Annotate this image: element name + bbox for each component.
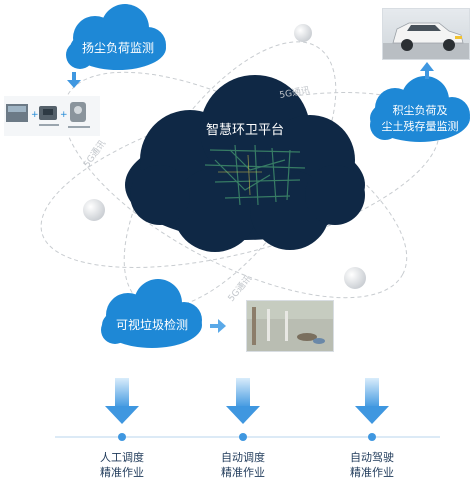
- output-arrow-3: [355, 378, 389, 424]
- garbage-detect-label: 可视垃圾检测: [116, 317, 188, 332]
- street-garbage-photo: [246, 300, 334, 352]
- timeline-dot-3: [368, 433, 376, 441]
- output-label-auto-dispatch: 自动调度 精准作业: [203, 450, 283, 480]
- output-1-line1: 人工调度: [100, 451, 144, 464]
- platform-cloud: [125, 75, 365, 252]
- comm-label-top: 5G通讯: [279, 85, 311, 101]
- dust-monitor-label: 扬尘负荷监测: [82, 40, 154, 55]
- output-2-line2: 精准作业: [221, 466, 265, 479]
- output-arrow-1: [105, 378, 139, 424]
- up-arrow-icon: [420, 62, 434, 79]
- sweeper-vehicle-photo: [382, 8, 470, 60]
- timeline-dot-2: [239, 433, 247, 441]
- output-3-line1: 自动驾驶: [350, 451, 394, 464]
- output-2-line1: 自动调度: [221, 451, 265, 464]
- orbit-node-left: [83, 199, 105, 221]
- svg-text:+: +: [60, 110, 68, 120]
- output-label-manual: 人工调度 精准作业: [82, 450, 162, 480]
- garbage-detect-cloud: [101, 279, 202, 348]
- timeline-dot-1: [118, 433, 126, 441]
- output-arrow-2: [226, 378, 260, 424]
- down-arrow-icon: [67, 72, 81, 88]
- accum-monitor-label-2: 尘土残存量监测: [382, 119, 459, 133]
- sensor-device-image: + +: [4, 96, 100, 136]
- dust-monitor-cloud: [66, 4, 166, 70]
- right-arrow-icon: [210, 319, 226, 333]
- orbit-node-top: [294, 24, 312, 42]
- accum-monitor-label-1: 积尘负荷及: [393, 103, 448, 117]
- output-1-line2: 精准作业: [100, 466, 144, 479]
- orbit-node-right: [344, 267, 366, 289]
- svg-text:+: +: [31, 110, 39, 120]
- platform-title: 智慧环卫平台: [206, 122, 284, 138]
- output-3-line2: 精准作业: [350, 466, 394, 479]
- comm-label-left: 5G通讯: [81, 138, 108, 169]
- road-map-icon: [204, 144, 306, 206]
- accum-monitor-cloud: [370, 76, 470, 142]
- output-label-auto-drive: 自动驾驶 精准作业: [332, 450, 412, 480]
